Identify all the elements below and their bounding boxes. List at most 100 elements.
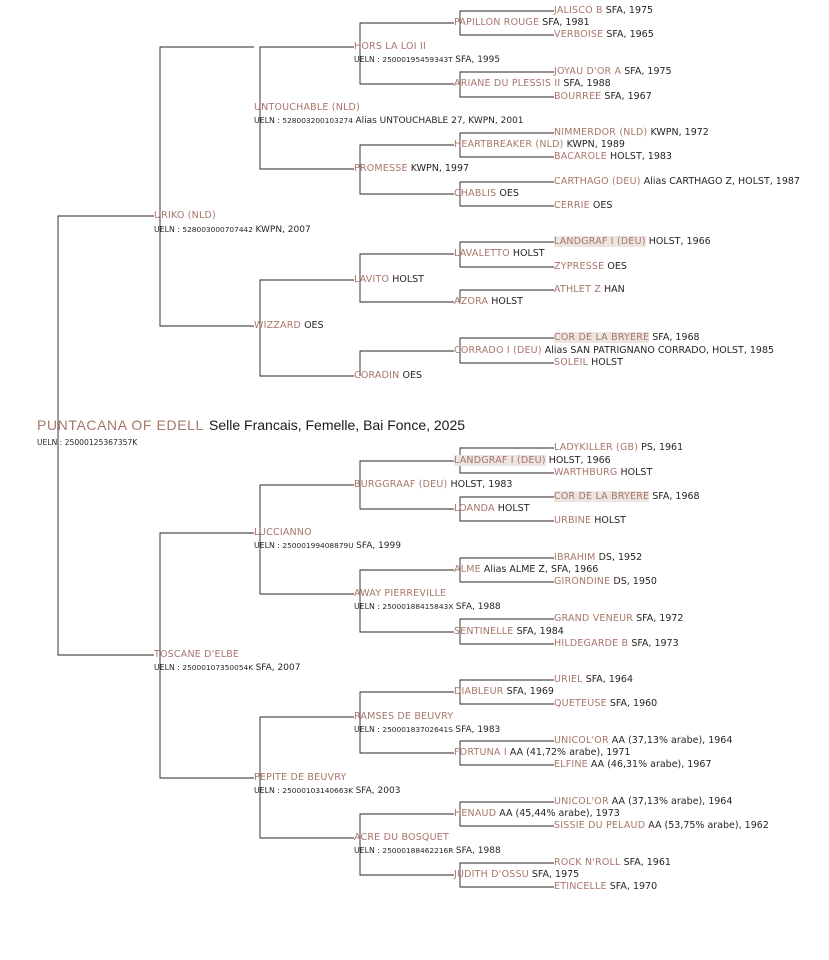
- horse-name[interactable]: HENAUD: [454, 808, 497, 819]
- horse-details: HOLST: [620, 467, 653, 478]
- horse-name[interactable]: CORADIN: [354, 370, 400, 381]
- ueln-label: UELN :: [354, 55, 380, 64]
- horse-name[interactable]: COR DE LA BRYERE: [554, 332, 650, 343]
- horse-details: SFA, 1988: [563, 78, 611, 89]
- horse-details: SFA, 1984: [516, 626, 564, 637]
- horse-name[interactable]: UNTOUCHABLE (NLD): [254, 102, 360, 113]
- horse-name[interactable]: CERRIE: [554, 200, 590, 211]
- horse-details: AA (37,13% arabe), 1964: [611, 796, 733, 807]
- horse-name[interactable]: ELFINE: [554, 759, 588, 770]
- horse-name[interactable]: GRAND VENEUR: [554, 613, 634, 624]
- horse-name[interactable]: FORTUNA I: [454, 747, 507, 758]
- gen4-node: LOANDA HOLST: [454, 503, 530, 515]
- horse-name[interactable]: CORRADO I (DEU): [454, 345, 542, 356]
- horse-details: SFA, 1961: [623, 857, 671, 868]
- sire-name[interactable]: URIKO (NLD): [154, 210, 216, 221]
- gen5-node: NIMMERDOR (NLD) KWPN, 1972: [554, 127, 709, 139]
- horse-name[interactable]: LANDGRAF I (DEU): [554, 236, 646, 247]
- horse-name[interactable]: DIABLEUR: [454, 686, 504, 697]
- horse-name[interactable]: SOLEIL: [554, 357, 589, 368]
- horse-name[interactable]: HILDEGARDE B: [554, 638, 629, 649]
- gen4-node: LAVALETTO HOLST: [454, 248, 545, 260]
- gen2-ueln: UELN : 528003200103274 Alias UNTOUCHABLE…: [254, 116, 524, 126]
- horse-details: HAN: [603, 284, 625, 295]
- horse-name[interactable]: IBRAHIM: [554, 552, 596, 563]
- horse-name[interactable]: LAVITO: [354, 274, 390, 285]
- gen5-node: CERRIE OES: [554, 200, 612, 212]
- horse-name[interactable]: HORS LA LOI II: [354, 41, 426, 52]
- horse-details: SFA, 1967: [604, 91, 652, 102]
- horse-name[interactable]: ZYPRESSE: [554, 261, 605, 272]
- horse-name[interactable]: ATHLET Z: [554, 284, 601, 295]
- horse-name[interactable]: JALISCO B: [554, 5, 603, 16]
- gen3-node: BURGGRAAF (DEU) HOLST, 1983: [354, 479, 512, 491]
- horse-details: OES: [402, 370, 422, 381]
- horse-name[interactable]: CHABLIS: [454, 188, 497, 199]
- gen3-node: PROMESSE KWPN, 1997: [354, 163, 469, 175]
- gen5-node: VERBOISE SFA, 1965: [554, 29, 654, 41]
- horse-name[interactable]: LANDGRAF I (DEU): [454, 455, 546, 466]
- horse-name[interactable]: JUDITH D'OSSU: [454, 869, 529, 880]
- dam-name[interactable]: TOSCANE D'ELBE: [154, 649, 240, 660]
- horse-name[interactable]: ACRE DU BOSQUET: [354, 832, 449, 843]
- ueln-value: 25000199408879U: [282, 541, 354, 550]
- horse-name[interactable]: PROMESSE: [354, 163, 408, 174]
- horse-name[interactable]: URIEL: [554, 674, 583, 685]
- horse-details: Alias CARTHAGO Z, HOLST, 1987: [643, 176, 800, 187]
- subject-horse-name[interactable]: PUNTACANA OF EDELL: [37, 417, 204, 433]
- horse-name[interactable]: COR DE LA BRYERE: [554, 491, 650, 502]
- horse-name[interactable]: SENTINELLE: [454, 626, 514, 637]
- horse-name[interactable]: ALME: [454, 564, 481, 575]
- horse-name[interactable]: LAVALETTO: [454, 248, 510, 259]
- horse-name[interactable]: PEPITE DE BEUVRY: [254, 772, 347, 783]
- ueln-extra: SFA, 1988: [455, 846, 501, 856]
- gen5-node: ETINCELLE SFA, 1970: [554, 881, 657, 893]
- horse-details: AA (45,44% arabe), 1973: [499, 808, 620, 819]
- gen2-node: LUCCIANNO: [254, 527, 312, 539]
- horse-name[interactable]: QUETEUSE: [554, 698, 607, 709]
- horse-name[interactable]: LADYKILLER (GB): [554, 442, 639, 453]
- horse-name[interactable]: JOYAU D'OR A: [554, 66, 622, 77]
- horse-name[interactable]: AWAY PIERREVILLE: [354, 588, 447, 599]
- horse-name[interactable]: LUCCIANNO: [254, 527, 312, 538]
- horse-name[interactable]: ARIANE DU PLESSIS II: [454, 78, 561, 89]
- horse-name[interactable]: VERBOISE: [554, 29, 604, 40]
- horse-name[interactable]: BOURREE: [554, 91, 602, 102]
- horse-name[interactable]: AZORA: [454, 296, 489, 307]
- horse-name[interactable]: ROCK N'ROLL: [554, 857, 621, 868]
- horse-name[interactable]: NIMMERDOR (NLD): [554, 127, 648, 138]
- gen5-node: CARTHAGO (DEU) Alias CARTHAGO Z, HOLST, …: [554, 176, 800, 188]
- gen5-node: UNICOL'OR AA (37,13% arabe), 1964: [554, 796, 732, 808]
- horse-details: OES: [592, 200, 613, 211]
- horse-name[interactable]: CARTHAGO (DEU): [554, 176, 641, 187]
- horse-name[interactable]: UNICOL'OR: [554, 735, 609, 746]
- horse-name[interactable]: ETINCELLE: [554, 881, 607, 892]
- horse-name[interactable]: UNICOL'OR: [554, 796, 609, 807]
- horse-name[interactable]: SISSIE DU PELAUD: [554, 820, 646, 831]
- horse-name[interactable]: BACAROLE: [554, 151, 607, 162]
- ueln-label: UELN :: [354, 602, 380, 611]
- gen4-node: FORTUNA I AA (41,72% arabe), 1971: [454, 747, 630, 759]
- horse-name[interactable]: LOANDA: [454, 503, 495, 514]
- horse-name[interactable]: RAMSES DE BEUVRY: [354, 711, 454, 722]
- horse-name[interactable]: WARTHBURG: [554, 467, 618, 478]
- horse-details: AA (46,31% arabe), 1967: [590, 759, 712, 770]
- horse-name[interactable]: WIZZARD: [254, 320, 302, 331]
- ueln-extra: SFA, 2007: [255, 663, 301, 673]
- ueln-label: UELN :: [154, 663, 180, 672]
- horse-name[interactable]: PAPILLON ROUGE: [454, 17, 540, 28]
- horse-name[interactable]: URBINE: [554, 515, 592, 526]
- horse-details: DS, 1950: [613, 576, 657, 587]
- ueln-label: UELN :: [37, 438, 63, 447]
- gen5-node: BOURREE SFA, 1967: [554, 91, 652, 103]
- gen4-node: ARIANE DU PLESSIS II SFA, 1988: [454, 78, 611, 90]
- horse-details: HOLST, 1966: [648, 236, 711, 247]
- horse-name[interactable]: BURGGRAAF (DEU): [354, 479, 448, 490]
- gen5-node: COR DE LA BRYERE SFA, 1968: [554, 491, 700, 503]
- gen4-node: SENTINELLE SFA, 1984: [454, 626, 564, 638]
- horse-name[interactable]: GIRONDINE: [554, 576, 611, 587]
- ueln-value: 528003000707442: [182, 225, 253, 234]
- horse-name[interactable]: HEARTBREAKER (NLD): [454, 139, 564, 150]
- horse-details: PS, 1961: [641, 442, 684, 453]
